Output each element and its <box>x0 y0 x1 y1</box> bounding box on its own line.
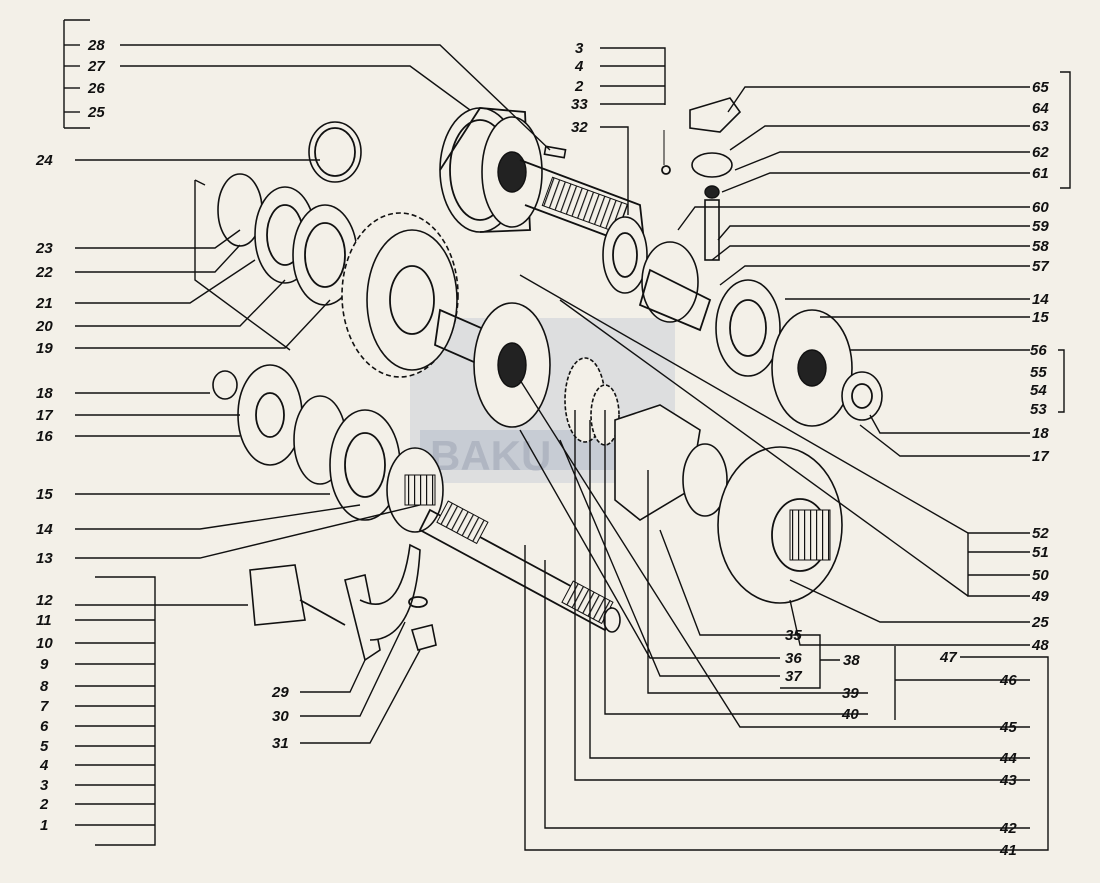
label-15: 15 <box>36 486 53 503</box>
label-51: 51 <box>1032 544 1049 561</box>
label-17-right: 17 <box>1032 448 1049 465</box>
left-lower-bearings <box>212 364 444 533</box>
label-63: 63 <box>1032 118 1049 135</box>
label-23: 23 <box>35 240 53 257</box>
leader-lines <box>63 19 1071 851</box>
label-4-top: 4 <box>574 58 584 75</box>
left-top-bearings-gear <box>217 121 459 378</box>
label-18: 18 <box>36 385 53 402</box>
label-50: 50 <box>1032 567 1049 584</box>
label-27: 27 <box>87 58 105 75</box>
label-64: 64 <box>1032 100 1049 117</box>
label-59: 59 <box>1032 218 1049 235</box>
label-24: 24 <box>35 152 53 169</box>
label-15-right: 15 <box>1032 309 1049 326</box>
label-31: 31 <box>272 735 289 752</box>
label-8: 8 <box>40 678 49 695</box>
label-14: 14 <box>36 521 53 538</box>
label-62: 62 <box>1032 144 1049 161</box>
label-13: 13 <box>36 550 53 567</box>
label-10: 10 <box>36 635 53 652</box>
label-44: 44 <box>999 750 1017 767</box>
label-5: 5 <box>40 738 49 755</box>
label-28: 28 <box>87 37 105 54</box>
upper-drum-assembly <box>439 107 883 427</box>
label-33: 33 <box>571 96 588 113</box>
label-2: 2 <box>39 796 49 813</box>
label-52: 52 <box>1032 525 1049 542</box>
label-40: 40 <box>841 706 859 723</box>
label-30: 30 <box>272 708 289 725</box>
label-45: 45 <box>999 719 1017 736</box>
label-53: 53 <box>1030 401 1047 418</box>
label-54: 54 <box>1030 382 1047 399</box>
label-47: 47 <box>939 649 957 666</box>
label-7: 7 <box>40 698 49 715</box>
label-22: 22 <box>35 264 53 281</box>
label-32: 32 <box>571 119 588 136</box>
label-16: 16 <box>36 428 53 445</box>
label-48: 48 <box>1031 637 1049 654</box>
part-labels: 28 27 26 25 24 23 22 21 20 19 18 17 16 1… <box>35 37 1049 859</box>
label-38: 38 <box>843 652 860 669</box>
label-20: 20 <box>35 318 53 335</box>
label-3-top: 3 <box>575 40 584 57</box>
label-6: 6 <box>40 718 49 735</box>
label-41: 41 <box>999 842 1017 859</box>
label-4: 4 <box>39 757 49 774</box>
label-9: 9 <box>40 656 49 673</box>
central-shaft-flange <box>434 302 843 604</box>
label-35: 35 <box>785 627 802 644</box>
top-small-parts <box>543 97 742 261</box>
label-57: 57 <box>1032 258 1049 275</box>
label-11: 11 <box>36 612 52 629</box>
label-37: 37 <box>785 668 802 685</box>
label-2-top: 2 <box>574 78 584 95</box>
label-26: 26 <box>87 80 105 97</box>
label-55: 55 <box>1030 364 1047 381</box>
label-18-right: 18 <box>1032 425 1049 442</box>
label-29: 29 <box>271 684 289 701</box>
label-56: 56 <box>1030 342 1047 359</box>
label-49: 49 <box>1031 588 1049 605</box>
label-43: 43 <box>999 772 1017 789</box>
label-61: 61 <box>1032 165 1049 182</box>
label-14-right: 14 <box>1032 291 1049 308</box>
label-58: 58 <box>1032 238 1049 255</box>
label-42: 42 <box>999 820 1017 837</box>
label-19: 19 <box>36 340 53 357</box>
label-36: 36 <box>785 650 802 667</box>
label-46: 46 <box>999 672 1017 689</box>
label-17: 17 <box>36 407 53 424</box>
label-12: 12 <box>36 592 53 609</box>
label-39: 39 <box>842 685 859 702</box>
shift-fork-and-cover <box>249 543 437 662</box>
label-3: 3 <box>40 777 49 794</box>
watermark-text: BAKU <box>430 432 551 479</box>
label-25-right: 25 <box>1031 614 1049 631</box>
label-1: 1 <box>40 817 48 834</box>
label-21: 21 <box>35 295 53 312</box>
label-65: 65 <box>1032 79 1049 96</box>
label-25: 25 <box>87 104 105 121</box>
label-60: 60 <box>1032 199 1049 216</box>
